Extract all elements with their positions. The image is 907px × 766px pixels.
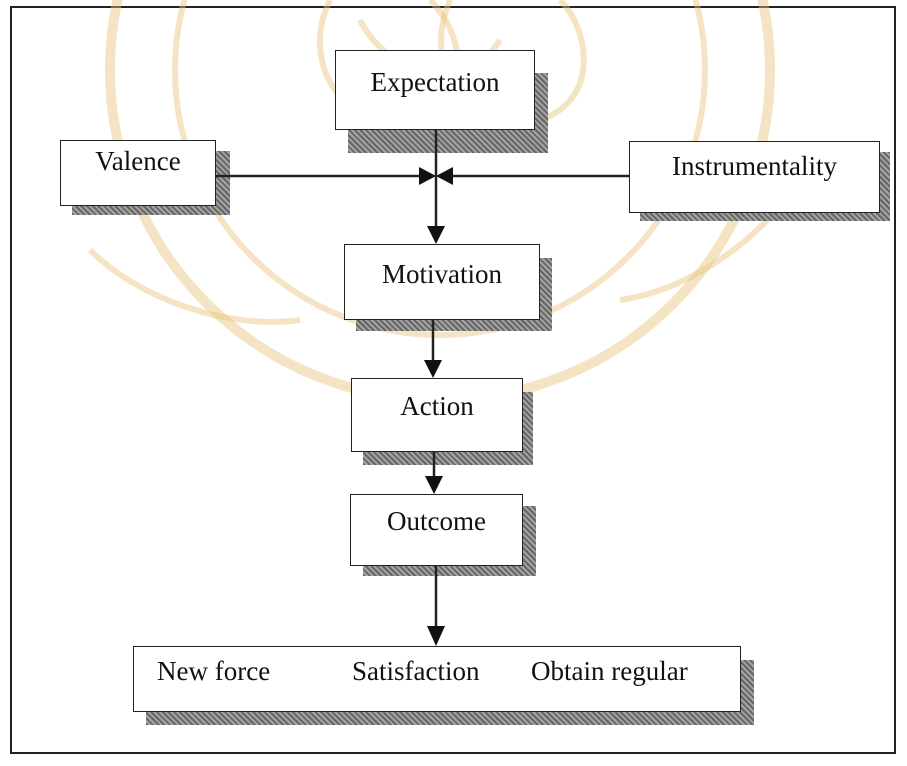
motivation-arrowhead: [427, 226, 445, 244]
instrumentality-arrowhead: [436, 167, 453, 185]
results-box: [133, 646, 741, 712]
results-arrowhead: [427, 626, 445, 646]
diagram-frame: [10, 6, 896, 754]
satisfaction-label: Satisfaction: [352, 656, 480, 686]
new-force-label: New force: [157, 656, 271, 686]
outcome-arrowhead: [425, 476, 443, 494]
valence-arrowhead: [419, 167, 436, 185]
obtain-regular-label: Obtain regular: [531, 656, 688, 686]
action-arrowhead: [424, 360, 442, 378]
